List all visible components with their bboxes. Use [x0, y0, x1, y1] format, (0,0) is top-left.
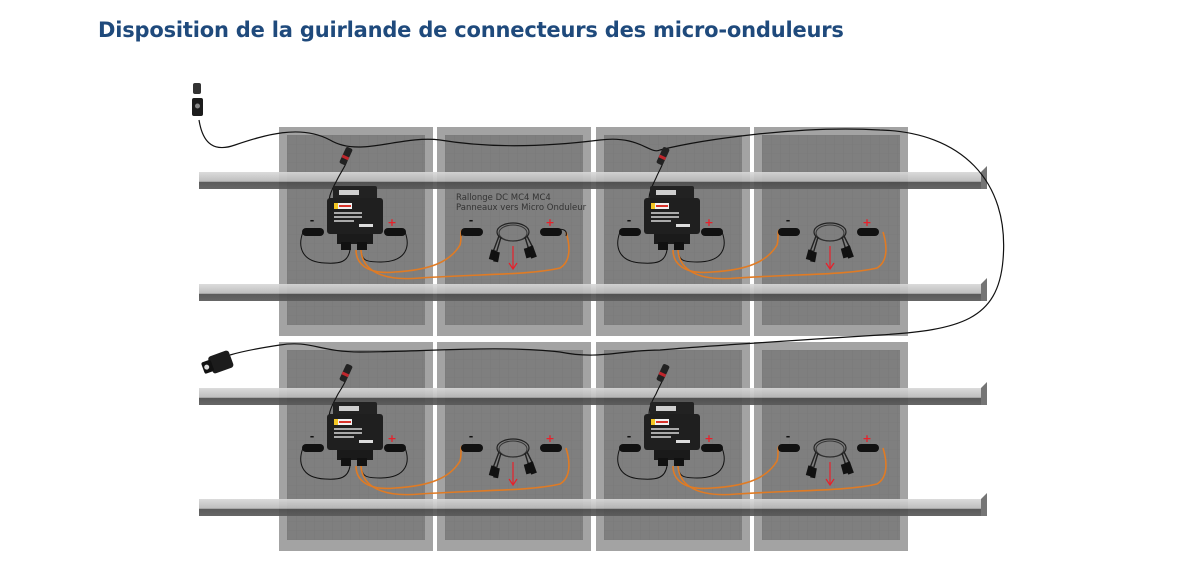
svg-text:-: - [627, 214, 632, 227]
inverter-group: - + - + [300, 402, 570, 496]
trunk-terminator-icon [201, 350, 234, 374]
svg-text:-: - [786, 430, 791, 443]
svg-text:+: + [862, 432, 871, 445]
svg-text:+: + [545, 432, 554, 445]
trunk-cable [198, 119, 1005, 356]
extension-label-line2: Panneaux vers Micro Onduleur [456, 203, 587, 213]
svg-text:-: - [786, 214, 791, 227]
svg-text:-: - [310, 214, 315, 227]
svg-text:-: - [627, 430, 632, 443]
svg-text:+: + [862, 216, 871, 229]
svg-text:+: + [387, 432, 396, 445]
page-title: Disposition de la guirlande de connecteu… [98, 18, 844, 42]
mounting-rails [199, 166, 987, 516]
svg-text:+: + [704, 216, 713, 229]
svg-text:-: - [310, 430, 315, 443]
inverter-group: - + - + [617, 186, 887, 280]
inverter-group: - + - + [617, 402, 887, 496]
svg-text:+: + [387, 216, 396, 229]
mc4-end-cap-icon [192, 83, 203, 116]
svg-text:-: - [469, 214, 474, 227]
svg-text:-: - [469, 430, 474, 443]
extension-label-line1: Rallonge DC MC4 MC4 [456, 193, 551, 203]
svg-text:+: + [704, 432, 713, 445]
svg-text:+: + [545, 216, 554, 229]
inverter-group: - + - + [300, 186, 570, 280]
